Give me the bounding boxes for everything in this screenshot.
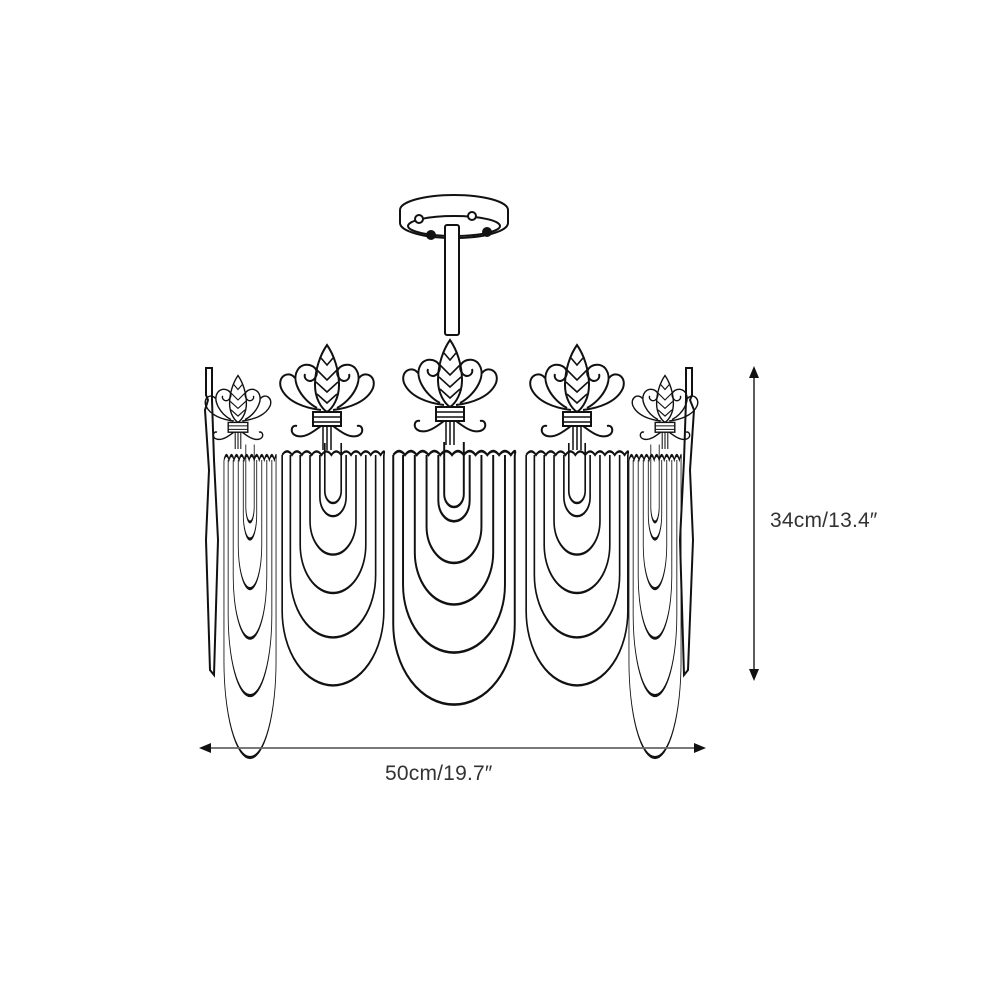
fleur-finial-right	[529, 344, 625, 451]
height-dimension-label: 34cm/13.4″	[770, 509, 878, 532]
glass-panel-2	[391, 440, 517, 706]
fleur-finial-center	[402, 339, 498, 446]
glass-panel-far-left	[222, 442, 278, 760]
fleur-finial-left	[279, 344, 375, 451]
width-dimension-arrow	[199, 743, 706, 753]
height-dimension-arrow	[749, 366, 759, 681]
downrod	[444, 224, 460, 336]
side-blade-left	[203, 367, 220, 678]
fleur-finial-left-edge	[204, 374, 272, 450]
glass-panel-1	[280, 441, 386, 687]
side-blade-right	[678, 367, 696, 678]
glass-panel-far-right	[627, 442, 683, 760]
fleur-finial-right-edge	[631, 374, 699, 450]
glass-panel-3	[524, 441, 630, 687]
width-dimension-label: 50cm/19.7″	[385, 762, 493, 785]
